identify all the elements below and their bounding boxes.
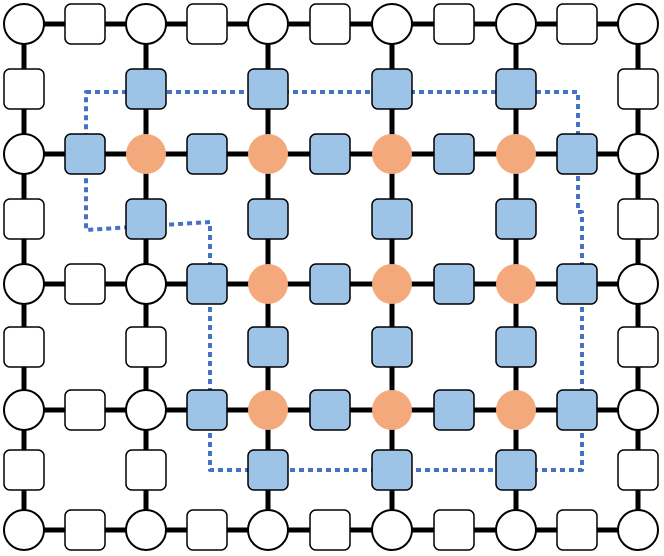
vertical-link-v-1-1 [125,198,167,240]
horizontal-link-h-3-3 [433,389,475,431]
empty-node-n-0-2 [247,3,289,45]
empty-node-n-0-3 [371,3,413,45]
empty-node-n-4-5 [617,509,659,551]
vertical-link-v-3-1 [125,449,167,491]
vertical-link-v-3-2 [247,449,289,491]
horizontal-link-h-4-3 [433,509,475,551]
horizontal-link-h-3-4 [556,389,598,431]
highlighted-node-n-3-2 [248,390,288,430]
horizontal-link-h-0-1 [186,3,228,45]
highlighted-node-n-2-4 [496,264,536,304]
empty-node-n-0-1 [125,3,167,45]
empty-node-n-1-0 [3,133,45,175]
empty-node-n-2-5 [617,263,659,305]
highlighted-node-n-1-2 [248,134,288,174]
horizontal-link-h-0-4 [556,3,598,45]
empty-node-n-4-2 [247,509,289,551]
empty-node-n-3-5 [617,389,659,431]
vertical-link-v-3-4 [495,449,537,491]
vertical-link-v-1-5 [617,198,659,240]
vertical-link-v-0-3 [371,68,413,110]
vertical-link-v-3-3 [371,449,413,491]
vertical-link-v-2-5 [617,326,659,368]
empty-node-n-1-5 [617,133,659,175]
highlighted-node-n-2-2 [248,264,288,304]
vertical-link-v-1-2 [247,198,289,240]
horizontal-link-h-4-4 [556,509,598,551]
highlighted-node-n-3-4 [496,390,536,430]
horizontal-link-h-3-0 [64,389,106,431]
empty-node-n-3-1 [125,389,167,431]
horizontal-link-h-0-2 [309,3,351,45]
vertical-link-v-2-4 [495,326,537,368]
horizontal-link-h-2-0 [64,263,106,305]
vertical-link-v-2-0 [3,326,45,368]
vertical-link-v-2-2 [247,326,289,368]
empty-node-n-4-1 [125,509,167,551]
horizontal-link-h-1-1 [186,133,228,175]
empty-node-n-3-0 [3,389,45,431]
horizontal-link-h-2-4 [556,263,598,305]
horizontal-link-h-4-0 [64,509,106,551]
link-squares [3,3,659,551]
empty-node-n-2-0 [3,263,45,305]
lattice-nodes [3,3,659,551]
horizontal-link-h-2-2 [309,263,351,305]
horizontal-link-h-0-0 [64,3,106,45]
horizontal-link-h-3-2 [309,389,351,431]
highlighted-node-n-3-3 [372,390,412,430]
vertical-link-v-3-5 [617,449,659,491]
empty-node-n-4-3 [371,509,413,551]
horizontal-link-h-4-1 [186,509,228,551]
empty-node-n-0-4 [495,3,537,45]
empty-node-n-0-0 [3,3,45,45]
horizontal-link-h-1-2 [309,133,351,175]
horizontal-link-h-1-4 [556,133,598,175]
vertical-link-v-0-4 [495,68,537,110]
vertical-link-v-0-2 [247,68,289,110]
horizontal-link-h-4-2 [309,509,351,551]
empty-node-n-2-1 [125,263,167,305]
horizontal-link-h-1-0 [64,133,106,175]
empty-node-n-4-4 [495,509,537,551]
vertical-link-v-1-3 [371,198,413,240]
empty-node-n-4-0 [3,509,45,551]
vertical-link-v-1-4 [495,198,537,240]
vertical-link-v-2-3 [371,326,413,368]
horizontal-link-h-1-3 [433,133,475,175]
horizontal-link-h-2-3 [433,263,475,305]
vertical-link-v-0-5 [617,68,659,110]
vertical-link-v-2-1 [125,326,167,368]
highlighted-node-n-2-3 [372,264,412,304]
empty-node-n-0-5 [617,3,659,45]
vertical-link-v-1-0 [3,198,45,240]
highlighted-node-n-1-1 [126,134,166,174]
vertical-link-v-0-0 [3,68,45,110]
horizontal-link-h-0-3 [433,3,475,45]
vertical-link-v-3-0 [3,449,45,491]
horizontal-link-h-3-1 [186,389,228,431]
highlighted-node-n-1-4 [496,134,536,174]
highlighted-node-n-1-3 [372,134,412,174]
vertical-link-v-0-1 [125,68,167,110]
horizontal-link-h-2-1 [186,263,228,305]
